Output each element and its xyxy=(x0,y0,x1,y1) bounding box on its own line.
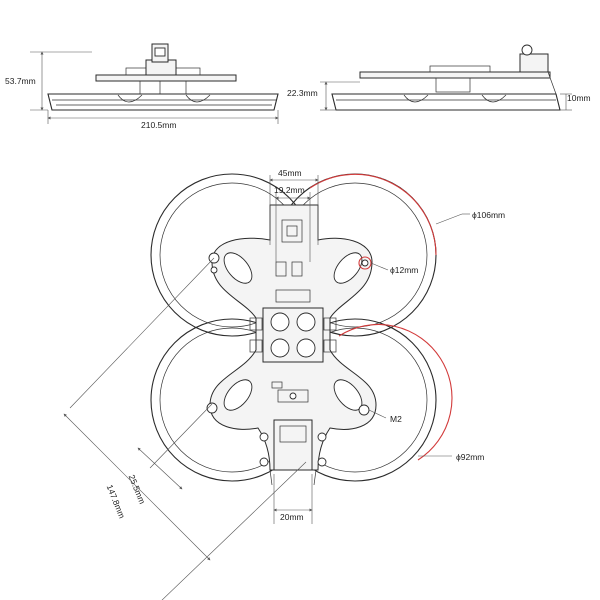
back-view-top-plate xyxy=(359,71,551,79)
back-view-duct xyxy=(331,93,561,111)
diagonal-outer-label: 147.8mm xyxy=(105,483,128,520)
camera-width-label: 20mm xyxy=(280,512,304,522)
screw-label: M2 xyxy=(390,414,402,424)
flight-stack xyxy=(262,307,324,363)
top-view: 45mm 19.2mm ϕ106mm ϕ12mm M2 ϕ92mm 20mm 2… xyxy=(63,168,505,600)
stack-width-label: 19.2mm xyxy=(274,185,305,195)
duct-inner-highlight xyxy=(338,323,453,461)
back-view-thickness-label: 10mm xyxy=(567,93,591,103)
back-view: 22.3mm 10mm xyxy=(287,44,591,111)
back-view-height-label: 22.3mm xyxy=(287,88,318,98)
side-view-height-label: 53.7mm xyxy=(5,76,36,86)
side-view-top-plate xyxy=(95,74,237,82)
side-view-duct xyxy=(47,93,279,111)
side-view-width-label: 210.5mm xyxy=(141,120,176,130)
mount-hole-label: ϕ12mm xyxy=(390,265,418,275)
body-width-label: 45mm xyxy=(278,168,302,178)
back-view-camera xyxy=(519,53,549,73)
diagonal-inner-label: 25.5mm xyxy=(127,473,148,505)
duct-inner-label: ϕ92mm xyxy=(456,452,484,462)
duct-outer-label: ϕ106mm xyxy=(472,210,505,220)
side-view: 53.7mm 210.5mm xyxy=(5,43,279,130)
duct-outer-highlight xyxy=(309,173,437,256)
